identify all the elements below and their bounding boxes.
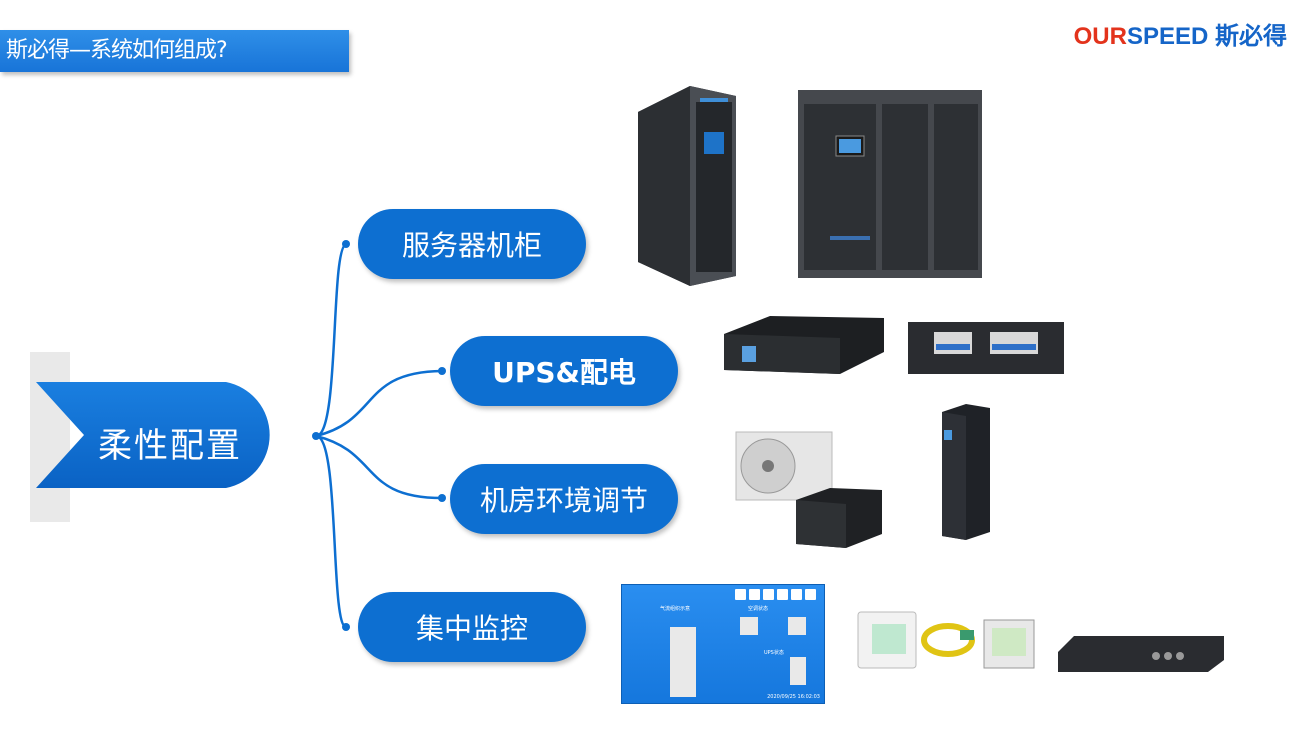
screen-tank-graphic [790,657,806,685]
triple-rack-image [798,90,982,278]
branch-ups-power[interactable]: UPS&配电 [450,336,678,406]
screen-fan2-graphic [788,617,806,635]
root-node-label: 柔性配置 [98,426,242,466]
screen-heading-right: 空调状态 [748,606,769,612]
rack-monitor-image [1058,636,1224,672]
branch-server-cabinet[interactable]: 服务器机柜 [358,209,586,279]
screen-date: 2020/09/25 16:02:03 [767,694,820,700]
screen-toolbar [735,589,816,600]
leak-cable-image [921,623,975,657]
screen-fan-graphic [740,617,758,635]
ac-outdoor-image [735,431,833,501]
screen-ups-label: UPS状态 [764,650,784,656]
ups-image [724,316,884,374]
brand-logo: OURSPEED 斯必得 [1074,16,1287,51]
page-title: 斯必得—系统如何组成? [0,30,349,72]
temp-sensor-image [857,611,917,669]
grid-icon [749,589,760,600]
root-node-shape [30,352,270,522]
brand-logo-blue: SPEED 斯必得 [1126,23,1287,50]
power-icon [763,589,774,600]
branch-monitoring[interactable]: 集中监控 [358,592,586,662]
doc-icon [805,589,816,600]
ac-indoor-image [796,488,882,548]
screen-cabinet-graphic [670,627,696,697]
brand-logo-red: OUR [1073,23,1127,50]
precision-ac-image [942,404,990,540]
branch-environment[interactable]: 机房环境调节 [450,464,678,534]
chart-icon [777,589,788,600]
pdu-image [908,322,1064,374]
home-icon [735,589,746,600]
power-meter-image [983,619,1035,669]
gear-icon [791,589,802,600]
screen-heading-left: 气流组织示意 [660,606,691,612]
monitoring-screen: 气流组织示意 空调状态 UPS状态 2020/09/25 16:02:03 [621,584,825,704]
single-rack-image [638,86,736,286]
